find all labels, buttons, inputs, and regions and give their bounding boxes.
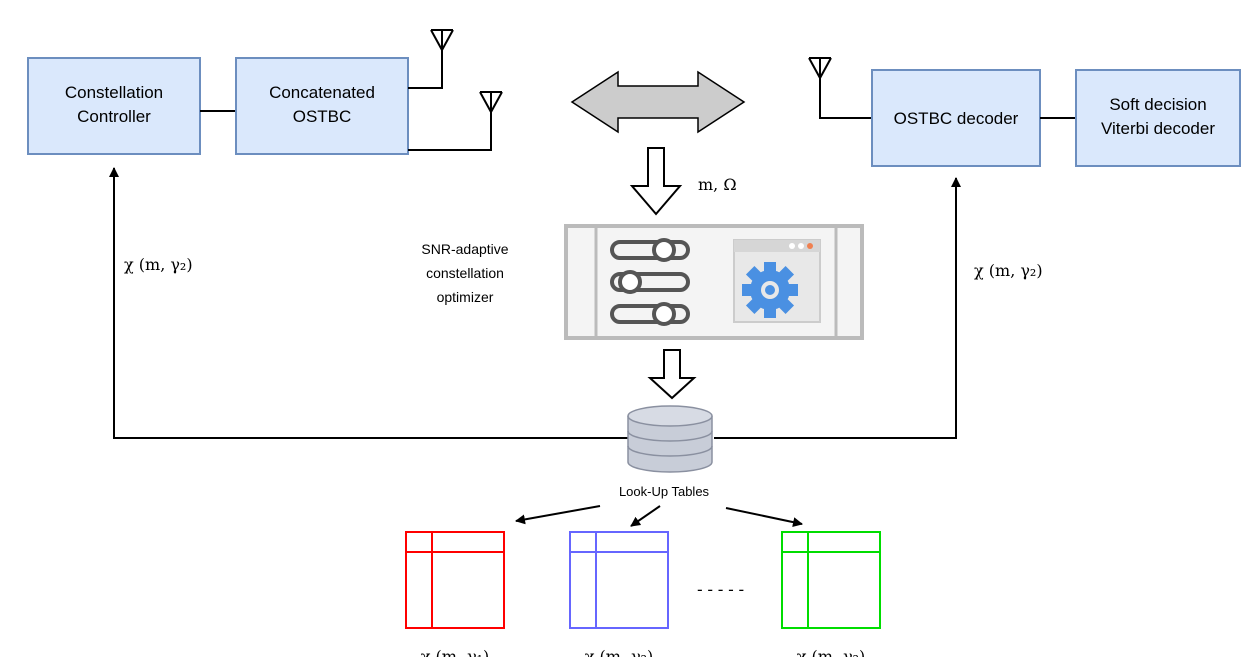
lut-arrow-2	[630, 505, 661, 527]
channel-params-arrow	[629, 147, 683, 216]
channel-double-arrow	[570, 70, 746, 134]
lut-arrow-1	[515, 505, 601, 525]
optimizer-label-3: optimizer	[437, 289, 494, 305]
optimizer-label-1: SNR-adaptive	[421, 241, 508, 257]
feedback-line-left	[109, 167, 628, 439]
ostbc-decoder-block[interactable]: OSTBC decoder	[871, 69, 1041, 167]
sliders-icon	[610, 238, 690, 326]
lut-output-3: χ (m, γ₂)	[797, 647, 866, 657]
rx-antenna-icon	[808, 57, 872, 119]
optimizer-to-lut-arrow	[647, 349, 697, 400]
channel-params-label: m, Ω	[698, 175, 737, 194]
concatenated-ostbc-label-1: Concatenated	[269, 83, 375, 102]
tables-ellipsis: - - - - -	[697, 580, 744, 599]
constellation-controller-label-2: Controller	[77, 107, 151, 126]
lut-label: Look-Up Tables	[619, 484, 710, 499]
viterbi-decoder-block[interactable]: Soft decision Viterbi decoder	[1075, 69, 1241, 167]
settings-window-icon	[733, 239, 821, 323]
viterbi-decoder-label-2: Viterbi decoder	[1101, 119, 1215, 138]
lut-output-1: χ (m, γ₁)	[421, 647, 490, 657]
feedback-line-right	[714, 177, 961, 439]
lookup-table-3[interactable]	[781, 531, 881, 629]
lut-arrow-3	[725, 507, 803, 528]
lookup-table-1[interactable]	[405, 531, 505, 629]
constellation-controller-label-1: Constellation	[65, 83, 163, 102]
concatenated-ostbc-label-2: OSTBC	[293, 107, 352, 126]
gear-icon	[742, 262, 798, 318]
database-icon	[627, 405, 713, 473]
concatenated-ostbc-block[interactable]: Concatenated OSTBC	[235, 57, 409, 155]
tx-antenna-2-icon	[408, 91, 503, 151]
lookup-table-2[interactable]	[569, 531, 669, 629]
constellation-controller-block[interactable]: Constellation Controller	[27, 57, 201, 155]
optimizer-label-2: constellation	[426, 265, 504, 281]
snr-adaptive-optimizer-block[interactable]	[564, 224, 864, 340]
feedback-left-label: χ (m, γ₂)	[124, 255, 193, 274]
tx-antenna-1-icon	[408, 29, 454, 89]
ostbc-decoder-label: OSTBC decoder	[894, 109, 1019, 128]
lut-output-2: χ (m, γ₂)	[585, 647, 654, 657]
feedback-right-label: χ (m, γ₂)	[974, 261, 1043, 280]
viterbi-decoder-label-1: Soft decision	[1109, 95, 1206, 114]
